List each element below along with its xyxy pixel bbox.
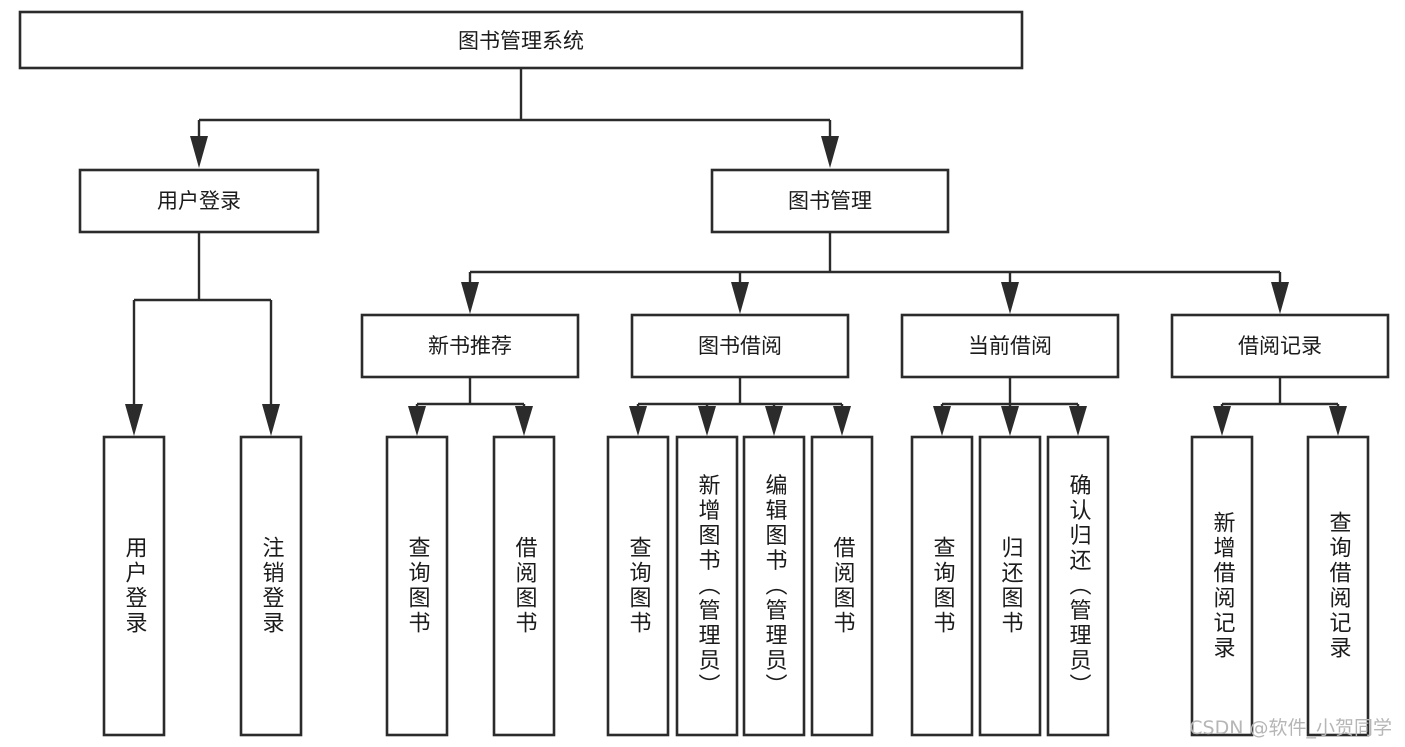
arrow-to-leaf-query-book-2 xyxy=(629,406,647,436)
node-book-borrow-box[interactable] xyxy=(630,313,850,379)
leaf-borrow-book-2-box[interactable] xyxy=(810,435,874,737)
leaf-edit-book-box[interactable] xyxy=(742,435,806,737)
node-book-borrow[interactable]: 图书借阅 xyxy=(630,313,850,379)
arrow-to-leaf-query-book-3 xyxy=(933,406,951,436)
leaf-borrow-book-1[interactable]: 借阅图书 xyxy=(492,435,556,737)
arrow-to-leaf-edit-book xyxy=(765,406,783,436)
leaf-borrow-book-2-label: 借阅图书 xyxy=(830,536,856,636)
leaf-user-login-label: 用户登录 xyxy=(122,536,148,636)
leaf-query-book-1[interactable]: 查询图书 xyxy=(385,435,449,737)
leaf-edit-book-label: 编辑图书（管理员） xyxy=(762,474,788,699)
watermark-label: CSDN @软件_小贺同学 xyxy=(1189,717,1392,739)
node-new-book-recommend[interactable]: 新书推荐 xyxy=(360,313,580,379)
node-borrow-record-label: 借阅记录 xyxy=(1238,334,1322,358)
node-book-management-box[interactable] xyxy=(710,168,950,234)
arrow-to-leaf-return-book xyxy=(1001,406,1019,436)
arrow-to-book-management xyxy=(821,136,839,168)
leaf-confirm-return[interactable]: 确认归还（管理员） xyxy=(1046,435,1110,737)
leaf-borrow-book-2[interactable]: 借阅图书 xyxy=(810,435,874,737)
leaf-user-login-box[interactable] xyxy=(102,435,166,737)
node-current-borrow-box[interactable] xyxy=(900,313,1120,379)
leaf-add-record[interactable]: 新增借阅记录 xyxy=(1190,435,1254,737)
leaf-borrow-book-1-label: 借阅图书 xyxy=(512,536,538,636)
leaf-query-book-3[interactable]: 查询图书 xyxy=(910,435,974,737)
node-borrow-record[interactable]: 借阅记录 xyxy=(1170,313,1390,379)
leaf-add-book-box[interactable] xyxy=(675,435,739,737)
leaf-add-record-label: 新增借阅记录 xyxy=(1210,511,1236,661)
leaf-query-book-2[interactable]: 查询图书 xyxy=(606,435,670,737)
leaf-query-record-label: 查询借阅记录 xyxy=(1326,511,1352,661)
leaf-borrow-book-1-box[interactable] xyxy=(492,435,556,737)
leaf-add-book[interactable]: 新增图书（管理员） xyxy=(675,435,739,737)
leaf-add-record-box[interactable] xyxy=(1190,435,1254,737)
node-borrow-record-box[interactable] xyxy=(1170,313,1390,379)
node-user-login-box[interactable] xyxy=(78,168,320,234)
arrow-to-borrow-record xyxy=(1271,282,1289,314)
leaf-query-record[interactable]: 查询借阅记录 xyxy=(1306,435,1370,737)
node-root[interactable]: 图书管理系统 xyxy=(18,10,1024,70)
leaf-query-book-1-box[interactable] xyxy=(385,435,449,737)
node-user-login-label: 用户登录 xyxy=(157,189,241,213)
leaf-query-book-3-box[interactable] xyxy=(910,435,974,737)
node-book-management[interactable]: 图书管理 xyxy=(710,168,950,234)
node-new-book-recommend-box[interactable] xyxy=(360,313,580,379)
arrow-to-leaf-add-book xyxy=(698,406,716,436)
node-current-borrow[interactable]: 当前借阅 xyxy=(900,313,1120,379)
connector-layer xyxy=(125,68,1347,436)
node-current-borrow-label: 当前借阅 xyxy=(968,334,1052,358)
arrow-to-user-login xyxy=(190,136,208,168)
arrow-to-current-borrow xyxy=(1001,282,1019,314)
arrow-to-leaf-user-login xyxy=(125,404,143,436)
leaf-query-record-box[interactable] xyxy=(1306,435,1370,737)
arrow-to-leaf-borrow-book-1 xyxy=(515,406,533,436)
arrow-to-leaf-query-book-1 xyxy=(408,406,426,436)
leaf-query-book-3-label: 查询图书 xyxy=(930,536,956,636)
arrow-to-book-borrow xyxy=(731,282,749,314)
leaf-return-book[interactable]: 归还图书 xyxy=(978,435,1042,737)
node-user-login[interactable]: 用户登录 xyxy=(78,168,320,234)
arrow-to-new-book-recommend xyxy=(461,282,479,314)
leaf-confirm-return-box[interactable] xyxy=(1046,435,1110,737)
arrow-to-leaf-borrow-book-2 xyxy=(833,406,851,436)
leaf-user-logout-label: 注销登录 xyxy=(259,536,285,636)
leaf-query-book-2-label: 查询图书 xyxy=(626,536,652,636)
leaf-add-book-label: 新增图书（管理员） xyxy=(695,474,721,699)
node-root-box[interactable] xyxy=(18,10,1024,70)
node-new-book-recommend-label: 新书推荐 xyxy=(428,334,512,358)
arrow-to-leaf-query-record xyxy=(1329,406,1347,436)
leaf-user-logout[interactable]: 注销登录 xyxy=(239,435,303,737)
arrow-to-leaf-confirm-return xyxy=(1069,406,1087,436)
arrow-to-leaf-add-record xyxy=(1213,406,1231,436)
node-root-label: 图书管理系统 xyxy=(458,29,584,53)
node-book-borrow-label: 图书借阅 xyxy=(698,334,782,358)
leaf-query-book-1-label: 查询图书 xyxy=(405,536,431,636)
node-book-management-label: 图书管理 xyxy=(788,189,872,213)
leaf-confirm-return-label: 确认归还（管理员） xyxy=(1066,474,1092,699)
leaf-return-book-box[interactable] xyxy=(978,435,1042,737)
leaf-user-logout-box[interactable] xyxy=(239,435,303,737)
arrow-to-leaf-user-logout xyxy=(262,404,280,436)
leaf-edit-book[interactable]: 编辑图书（管理员） xyxy=(742,435,806,737)
leaf-user-login[interactable]: 用户登录 xyxy=(102,435,166,737)
leaf-return-book-label: 归还图书 xyxy=(998,536,1024,636)
leaf-query-book-2-box[interactable] xyxy=(606,435,670,737)
